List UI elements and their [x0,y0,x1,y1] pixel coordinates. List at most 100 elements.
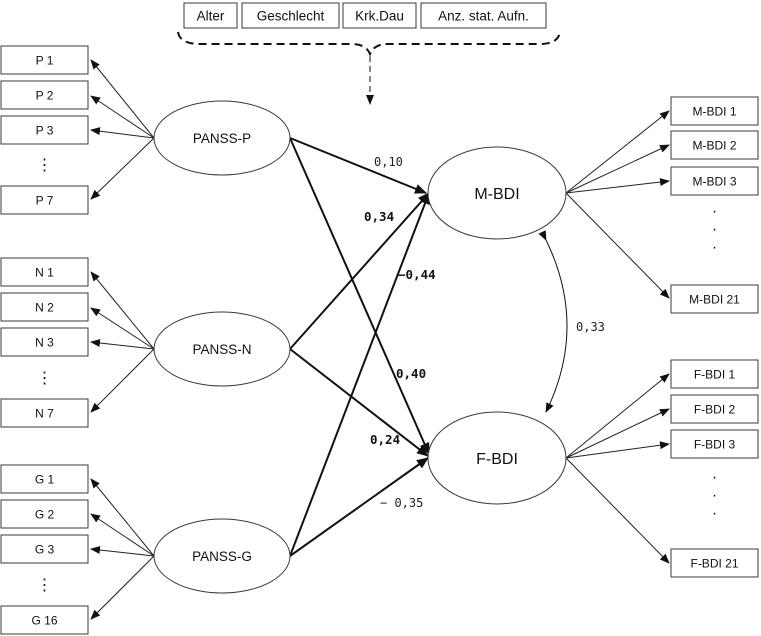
indicator-label-p2: P 2 [36,89,54,103]
coef-panss-g-to-f-bdi: − 0,35 [380,496,423,510]
indicator-box-fbdi21 [670,548,759,578]
indicator-box-n1 [0,257,89,287]
path-panss-p-to-f-bdi [289,137,430,455]
path-panss-p-to-m-bdi [289,137,427,194]
structural-paths [289,137,568,557]
covariate-box-anz-stat-aufn [420,2,547,29]
indicator-box-mbdi3 [670,166,759,196]
indicator-box-fbdi3 [670,429,759,459]
latent-label-panss-n: PANSS-N [192,342,251,357]
loading-arrow-p1 [90,59,155,139]
indicator-box-n7 [0,398,89,428]
indicator-label-g3: G 3 [35,543,55,557]
coef-panss-g-to-m-bdi: −0,44 [398,267,436,282]
indicator-label-n3: N 3 [35,336,54,350]
loading-arrow-fbdi2 [565,408,670,459]
indicator-box-g2 [0,499,89,529]
indicator-box-g1 [0,464,89,494]
loading-arrow-mbdi21 [565,192,670,299]
coef-panss-n-to-m-bdi: 0,34 [364,209,394,224]
coef-panss-p-to-f-bdi: 0,40 [396,366,426,381]
covariate-box-krkdau [342,2,417,29]
path-panss-g-to-m-bdi [289,192,430,557]
latent-label-f-bdi: F-BDI [476,451,518,468]
indicator-ellipsis-n: ⋮ [37,370,53,387]
indicator-label-fbdi3: F-BDI 3 [694,438,736,452]
covariates: Alter Geschlecht Krk.Dau Anz. stat. Aufn… [183,2,547,29]
path-panss-g-to-f-bdi [289,457,429,557]
latent-ellipse-panss-g [153,518,291,594]
loading-arrow-p3 [90,127,155,139]
indicator-label-mbdi1: M-BDI 1 [692,105,736,119]
panss-p-indicators: P 1 P 2 P 3 ⋮ P 7 [0,45,89,215]
latent-ellipse-f-bdi [427,411,567,505]
indicator-label-mbdi3: M-BDI 3 [692,175,736,189]
covariate-box-geschlecht [241,2,340,29]
indicator-label-fbdi21: F-BDI 21 [690,557,738,571]
path-coefficients: 0,10 0,34 −0,44 0,40 0,24 − 0,35 0,33 [364,155,605,510]
indicator-box-mbdi1 [670,96,759,126]
loading-arrow-n1 [90,271,155,350]
indicator-dot-m-3: · [712,239,717,256]
covariate-brace [177,31,561,57]
indicator-label-mbdi2: M-BDI 2 [692,139,736,153]
coef-covariance-m-f: 0,33 [576,320,605,334]
loading-arrow-mbdi3 [565,178,670,194]
covariance-arc-m-f [538,230,568,413]
loading-arrow-n3 [90,339,155,350]
indicator-ellipsis-g: ⋮ [37,577,53,594]
indicator-box-p1 [0,45,89,75]
loading-arrow-n7 [90,348,155,413]
latent-label-panss-p: PANSS-P [193,131,251,146]
loading-arrow-g3 [90,546,155,557]
indicator-box-fbdi2 [670,394,759,424]
loading-arrow-mbdi2 [565,144,670,194]
m-bdi-indicators: M-BDI 1 M-BDI 2 M-BDI 3 · · · M-BDI 21 [670,96,759,314]
covariate-label-anz-stat-aufn: Anz. stat. Aufn. [438,9,529,24]
coef-panss-n-to-f-bdi: 0,24 [370,432,400,447]
panss-n-indicators: N 1 N 2 N 3 ⋮ N 7 [0,257,89,428]
loading-arrow-mbdi1 [565,110,670,194]
loading-arrow-fbdi1 [565,373,670,459]
latent-label-m-bdi: M-BDI [474,186,519,203]
indicator-dot-m-2: · [712,221,717,238]
indicator-box-p2 [0,80,89,110]
indicator-dot-f-1: · [712,469,717,486]
indicator-label-p1: P 1 [36,54,54,68]
f-bdi-loadings [565,373,670,564]
indicator-label-fbdi2: F-BDI 2 [694,403,736,417]
indicator-box-mbdi2 [670,130,759,160]
indicator-box-p7 [0,185,89,215]
loading-arrow-fbdi3 [565,441,670,459]
indicator-label-n2: N 2 [35,301,54,315]
panss-p-loadings [90,59,155,200]
covariate-box-alter [183,2,238,29]
panss-n-loadings [90,271,155,413]
loading-arrow-g1 [90,478,155,557]
indicator-box-n3 [0,327,89,357]
loading-arrow-p7 [90,137,155,200]
f-bdi-indicators: F-BDI 1 F-BDI 2 F-BDI 3 · · · F-BDI 21 [670,359,759,578]
indicator-dot-f-3: · [712,505,717,522]
indicator-box-p3 [0,115,89,145]
path-panss-n-to-f-bdi [289,348,429,457]
indicator-box-n2 [0,292,89,322]
indicator-box-mbdi21 [670,284,759,314]
indicator-box-fbdi1 [670,359,759,389]
panss-g-loadings [90,478,155,620]
coef-panss-p-to-m-bdi: 0,10 [374,155,403,169]
indicator-dot-f-2: · [712,487,717,504]
indicator-label-p7: P 7 [36,194,54,208]
indicator-label-g16: G 16 [31,614,57,628]
path-panss-n-to-m-bdi [289,192,430,350]
indicator-label-g2: G 2 [35,508,55,522]
covariate-label-geschlecht: Geschlecht [257,9,325,24]
loading-arrow-g2 [90,513,155,557]
panss-g-indicators: G 1 G 2 G 3 ⋮ G 16 [0,464,89,635]
indicator-label-p3: P 3 [36,124,54,138]
latent-ellipse-m-bdi [427,146,567,240]
loading-arrow-p2 [90,95,155,139]
latent-ellipse-panss-n [153,311,291,387]
